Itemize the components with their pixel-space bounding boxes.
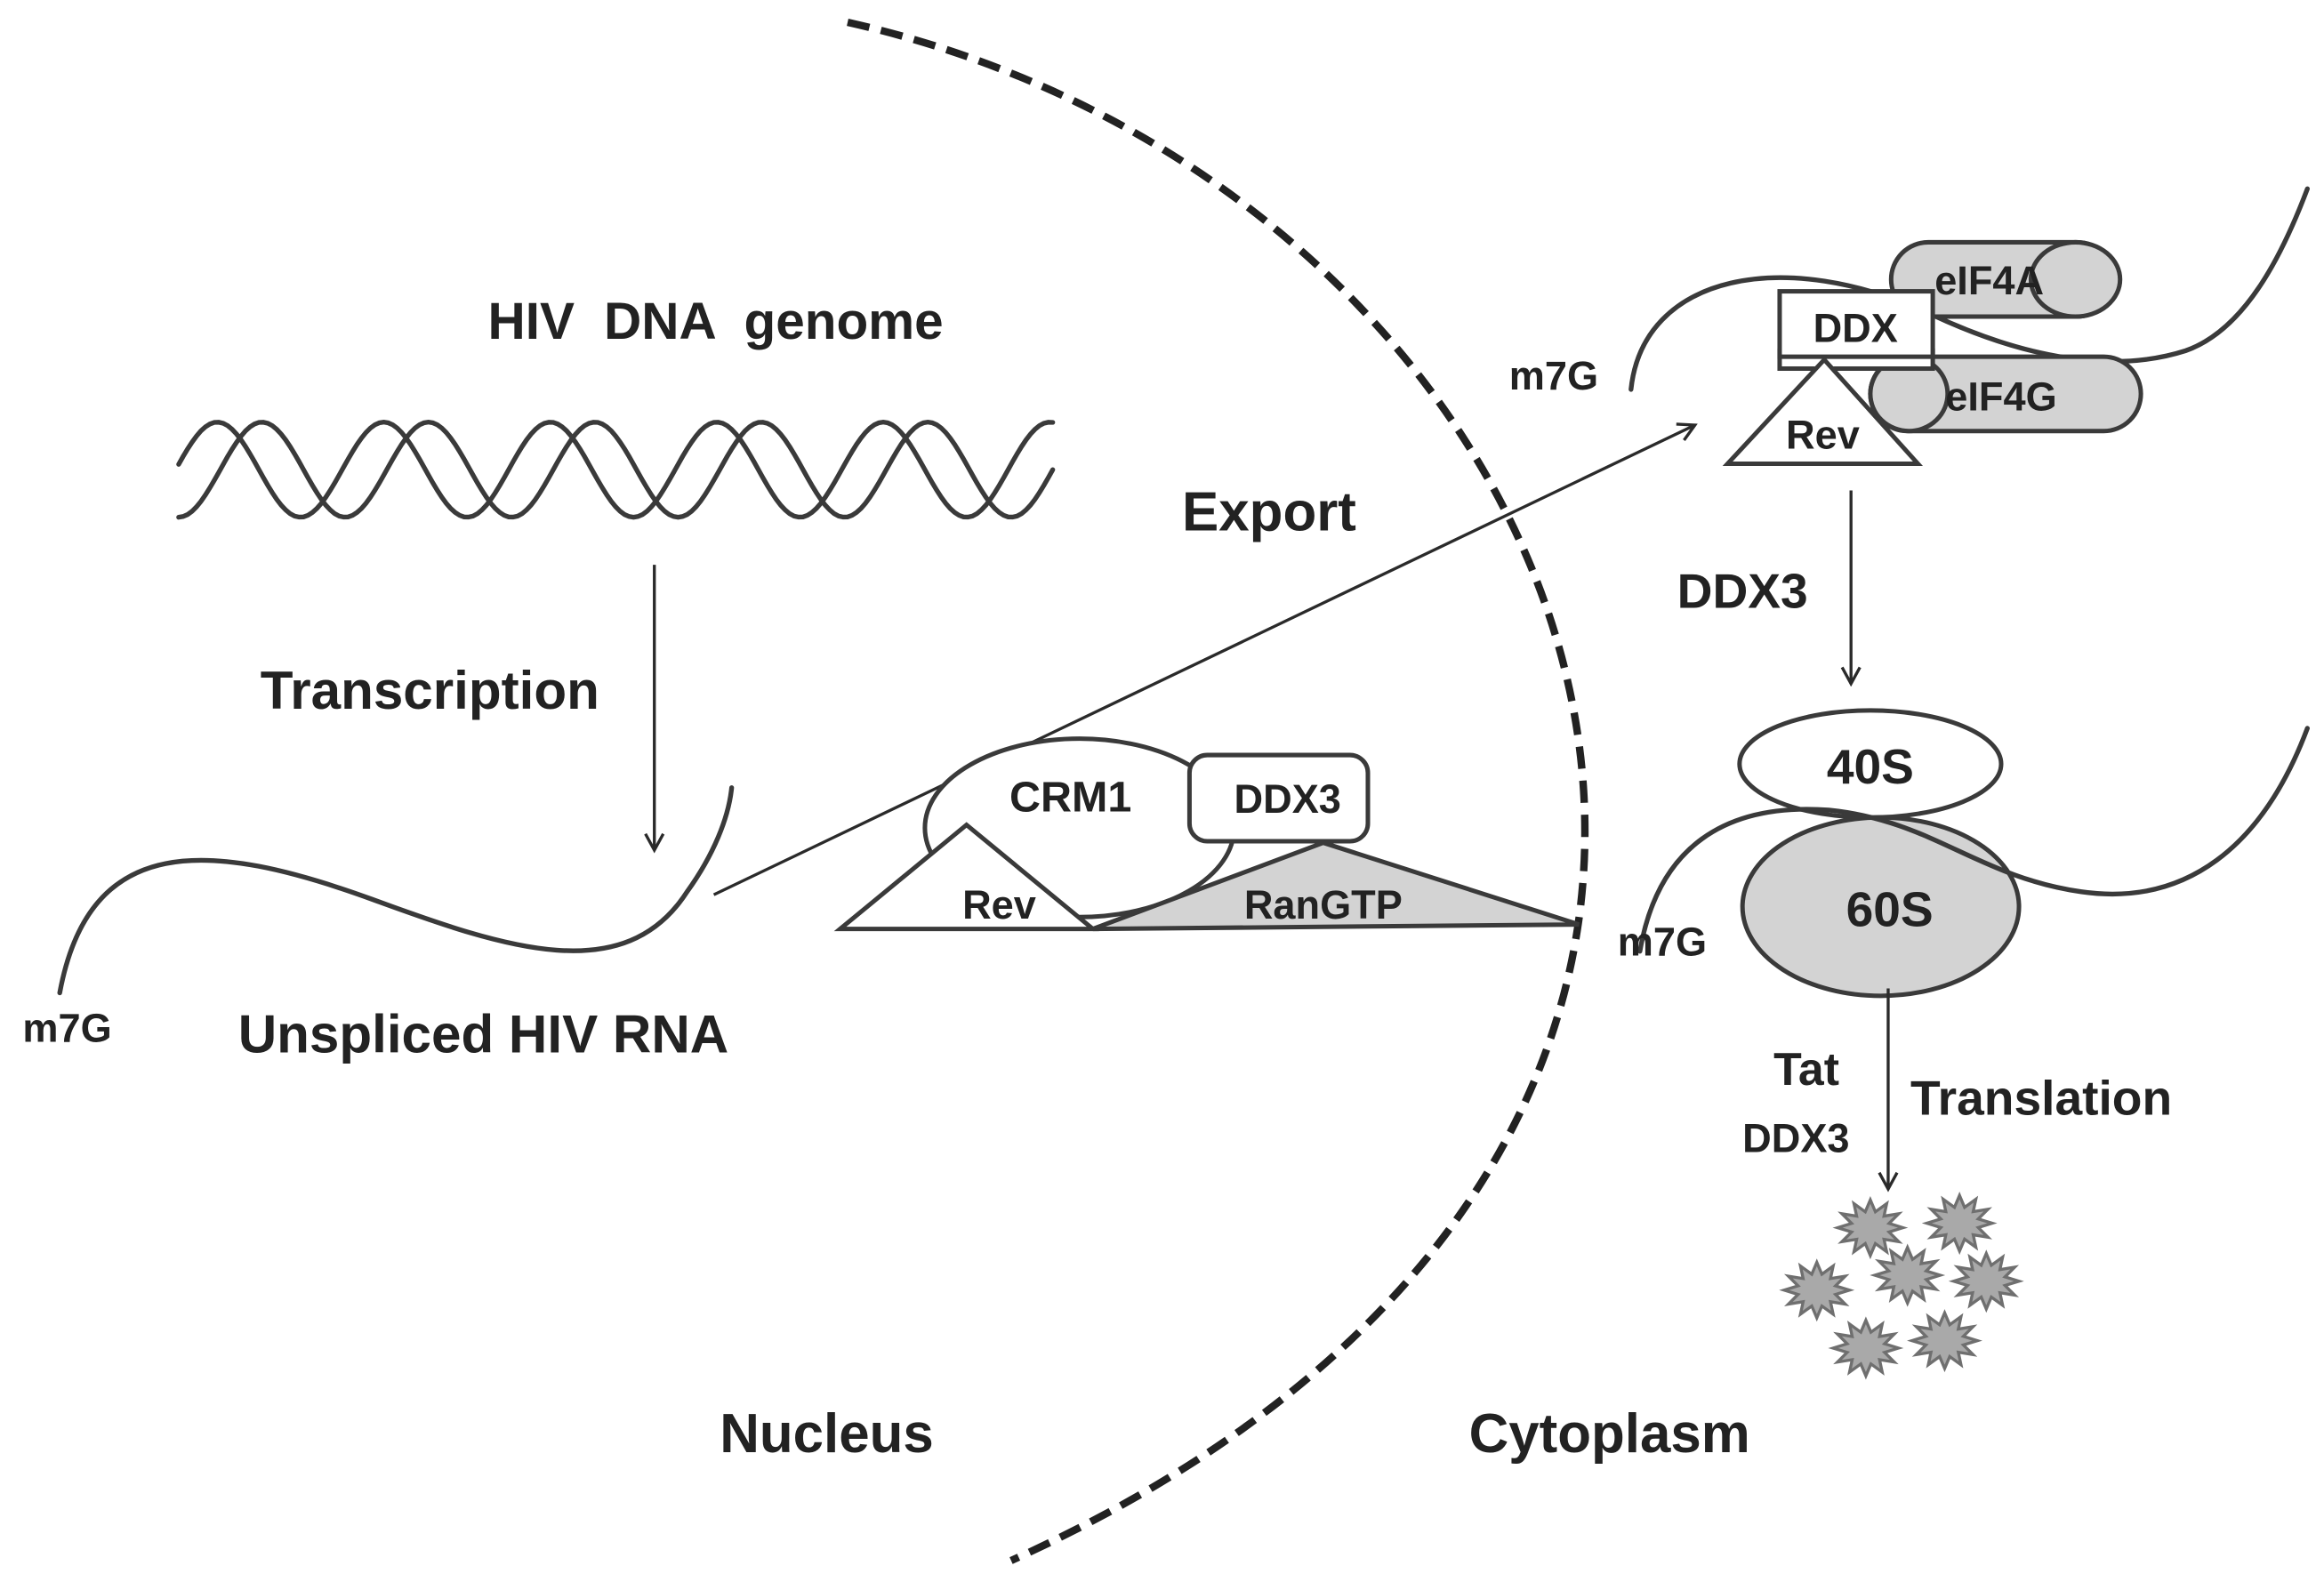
rna-cap-label: m7G — [22, 1006, 111, 1051]
protein-icon — [1948, 1249, 2024, 1313]
initiation-complex: m7G eIF4A eIF4G DDX Rev — [1509, 186, 2310, 466]
protein-icon — [1832, 1196, 1909, 1260]
ddx3-protein — [1186, 752, 1371, 844]
transcription-label: Transcription — [261, 661, 599, 720]
translation-label: Translation — [1910, 1071, 2172, 1126]
protein-icon — [1907, 1309, 1982, 1373]
nucleus-label: Nucleus — [720, 1403, 934, 1465]
protein-icon — [1828, 1316, 1904, 1380]
ribosome: 40S 60S m7G — [1618, 708, 2310, 999]
ribosome-cap-label: m7G — [1618, 920, 1707, 965]
protein-icon — [1779, 1258, 1855, 1322]
export-label: Export — [1182, 482, 1356, 543]
rev-label: Rev — [962, 882, 1036, 928]
mrna-strand-initiation — [1628, 186, 2310, 392]
eif4a-cap — [2028, 239, 2123, 319]
eif4a-label: eIF4A — [1934, 258, 2044, 303]
nuclear-envelope — [847, 18, 1589, 1564]
ddx-label: DDX — [1813, 305, 1898, 350]
ddx3-step-label: DDX3 — [1677, 564, 1808, 619]
dna-genome-label: HIV DNA genome — [488, 293, 944, 350]
unspliced-rna-label: Unspliced HIV RNA — [238, 1004, 729, 1064]
ddx3-label: DDX3 — [1234, 776, 1341, 822]
eif4g-label: eIF4G — [1945, 373, 2056, 419]
rev-protein — [833, 822, 1099, 932]
initiation-cap-label: m7G — [1509, 353, 1598, 398]
ribosome-40s-label: 40S — [1827, 739, 1914, 794]
protein-icon — [1921, 1192, 1998, 1256]
export-complex: CRM1 DDX3 RanGTP Rev — [833, 736, 1580, 932]
mrna-strand-ribosome — [1637, 726, 2310, 954]
export-arrow — [712, 425, 1695, 896]
protein-icon — [1870, 1243, 1946, 1307]
dna-strand-b — [176, 419, 1056, 520]
tat-label: Tat — [1773, 1043, 1839, 1095]
rangtp-protein — [1091, 840, 1580, 932]
ddx3-translation-label: DDX3 — [1742, 1115, 1849, 1160]
unspliced-rna-strand — [57, 785, 735, 996]
translated-proteins — [1779, 1192, 2024, 1380]
cytoplasm-label: Cytoplasm — [1469, 1403, 1750, 1465]
rangtp-label: RanGTP — [1244, 882, 1403, 928]
dna-strand-a — [176, 419, 1056, 520]
ddx-protein — [1777, 289, 1935, 359]
rev-label-cytoplasm: Rev — [1786, 413, 1860, 458]
crm1-label: CRM1 — [1009, 774, 1131, 822]
ribosome-60s-label: 60S — [1846, 881, 1934, 936]
dna-double-helix — [176, 419, 1056, 520]
rev-protein-cytoplasm — [1722, 356, 1924, 466]
